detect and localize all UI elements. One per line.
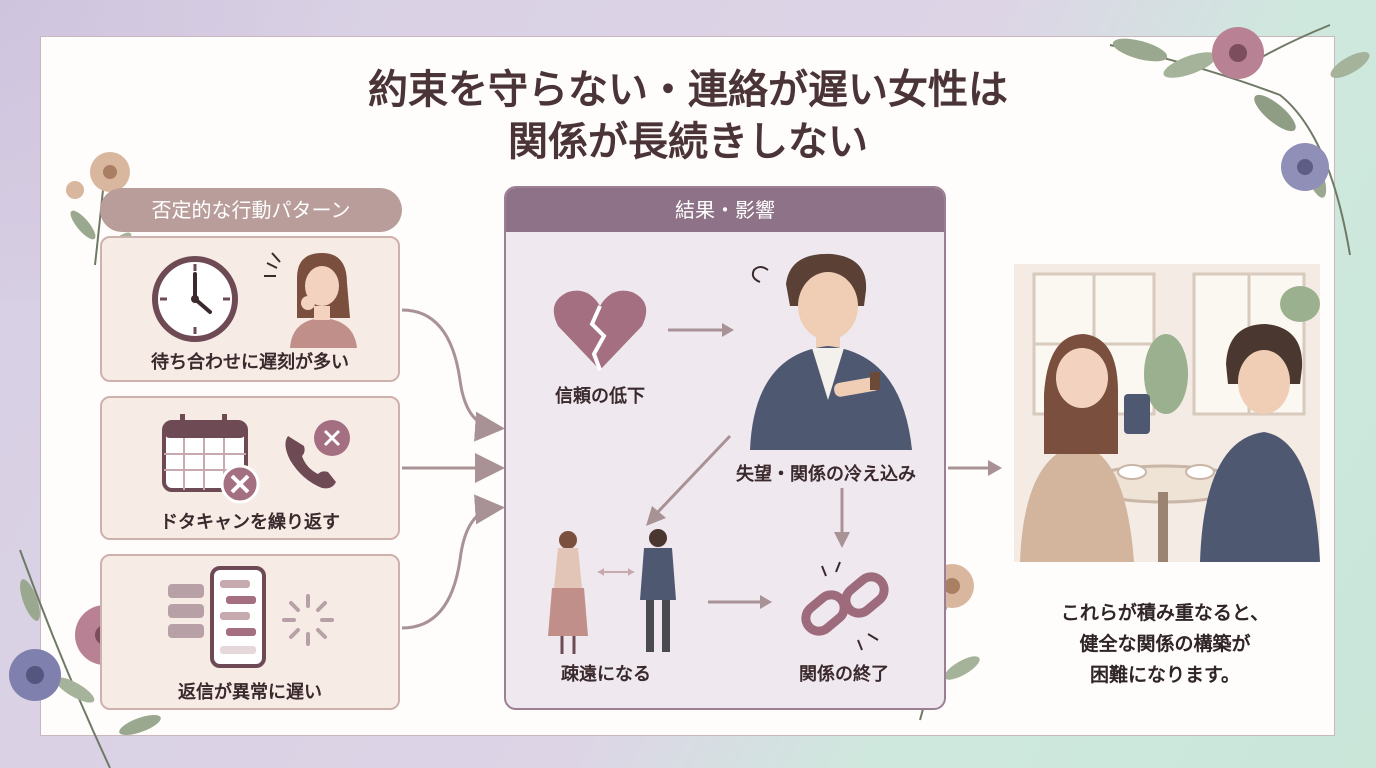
summary-line-3: 困難になります。	[1089, 664, 1241, 686]
pattern-card-cancel: ドタキャンを繰り返す	[100, 396, 400, 540]
worried-woman-illustration	[264, 252, 357, 348]
cafe-couple-illustration	[1014, 264, 1320, 562]
result-label-trust-decline: 信頼の低下	[555, 386, 645, 407]
result-label-estrangement: 疎遠になる	[561, 664, 651, 685]
summary-line-1: これらが積み重なると、	[1060, 602, 1270, 624]
result-panel: 結果・影響 信頼の低下 失望・関係の冷え込み 疎遠になる	[504, 186, 946, 710]
pattern-label-slow-reply: 返信が異常に遅い	[178, 682, 322, 703]
arrows-disappointment-outcomes	[646, 434, 850, 548]
clock-icon	[152, 256, 238, 342]
arrow-estrangement-to-end	[708, 595, 772, 609]
result-panel-header: 結果・影響	[506, 188, 944, 232]
loading-spinner-icon	[282, 594, 334, 646]
arrow-trust-to-disappointment	[668, 323, 734, 337]
arrow-result-to-summary	[948, 460, 1002, 476]
phone-cancel-icon	[285, 420, 350, 489]
flower-decoration-top-right-icon	[1109, 24, 1370, 256]
page-title-line-2: 関係が長続きしない	[508, 118, 868, 165]
result-label-relationship-end: 関係の終了	[799, 664, 889, 685]
broken-chain-icon	[801, 561, 889, 651]
pattern-card-late: 待ち合わせに遅刻が多い	[100, 236, 400, 382]
broken-heart-icon	[553, 290, 647, 371]
arrows-left-to-result	[401, 308, 505, 630]
summary-text: これらが積み重なると、 健全な関係の構築が 困難になります。	[1015, 598, 1315, 691]
pattern-label-cancel: ドタキャンを繰り返す	[160, 512, 340, 533]
result-label-disappointment: 失望・関係の冷え込み	[736, 464, 916, 485]
pattern-card-slow-reply: 返信が異常に遅い	[100, 554, 400, 710]
negative-patterns-header: 否定的な行動パターン	[100, 188, 402, 232]
distant-couple-illustration	[548, 529, 676, 654]
calendar-cancel-icon	[162, 414, 260, 504]
pattern-label-late: 待ち合わせに遅刻が多い	[151, 352, 349, 373]
page-title-line-1: 約束を守らない・連絡が遅い女性は	[368, 66, 1008, 113]
smartphone-chat-icon	[168, 566, 266, 668]
disappointed-man-illustration	[750, 253, 912, 450]
summary-line-2: 健全な関係の構築が	[1079, 633, 1251, 655]
